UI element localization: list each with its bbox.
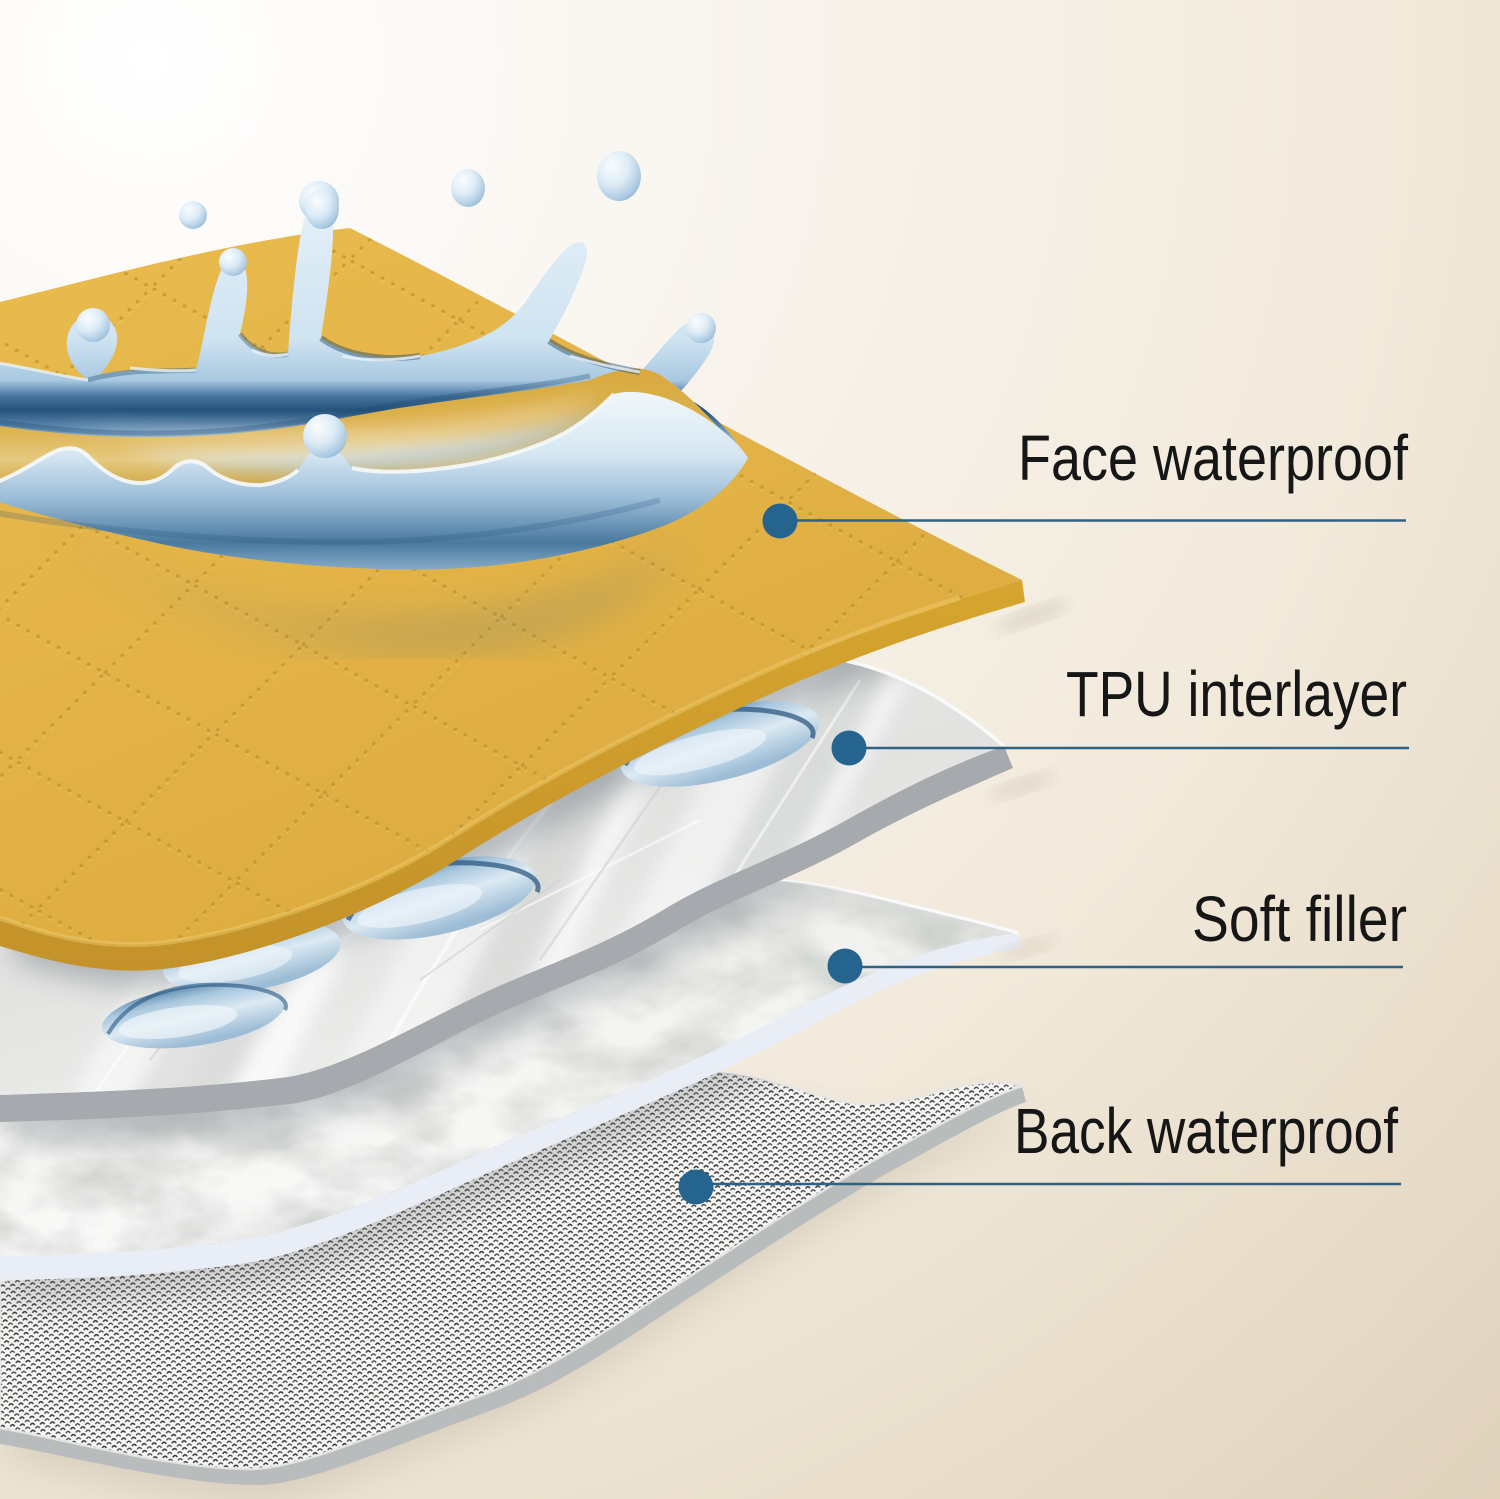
svg-text:Soft filler: Soft filler	[1192, 883, 1407, 955]
svg-text:TPU interlayer: TPU interlayer	[1066, 658, 1407, 730]
svg-text:Back waterproof: Back waterproof	[1014, 1095, 1398, 1167]
svg-text:Face waterproof: Face waterproof	[1018, 422, 1408, 494]
